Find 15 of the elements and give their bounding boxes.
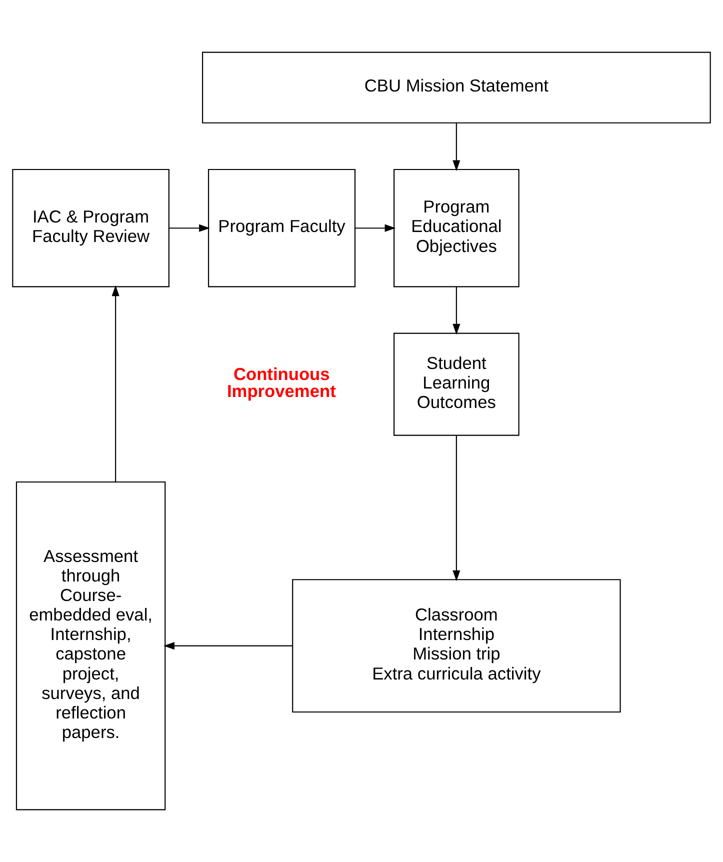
node-box: IAC & Program Faculty Review (12, 168, 170, 288)
arrow (452, 286, 460, 335)
node-box: Program Educational Objectives (394, 168, 520, 288)
label: Continuous Improvement (226, 364, 336, 402)
arrow (452, 123, 460, 172)
arrow (164, 642, 292, 650)
node-box: Classroom Internship Mission trip Extra curricula activity (292, 579, 621, 713)
arrow (169, 224, 210, 232)
node-box: Program Faculty (208, 168, 356, 288)
node-box: CBU Mission Statement (202, 52, 711, 124)
node-box: Student Learning Outcomes (394, 332, 520, 436)
arrow (452, 435, 460, 582)
arrow (355, 224, 396, 232)
arrow (112, 285, 120, 482)
node-box: Assessment through Course-embedded eval, Internship, capstone project, surveys, and reflection papers. (16, 481, 166, 810)
